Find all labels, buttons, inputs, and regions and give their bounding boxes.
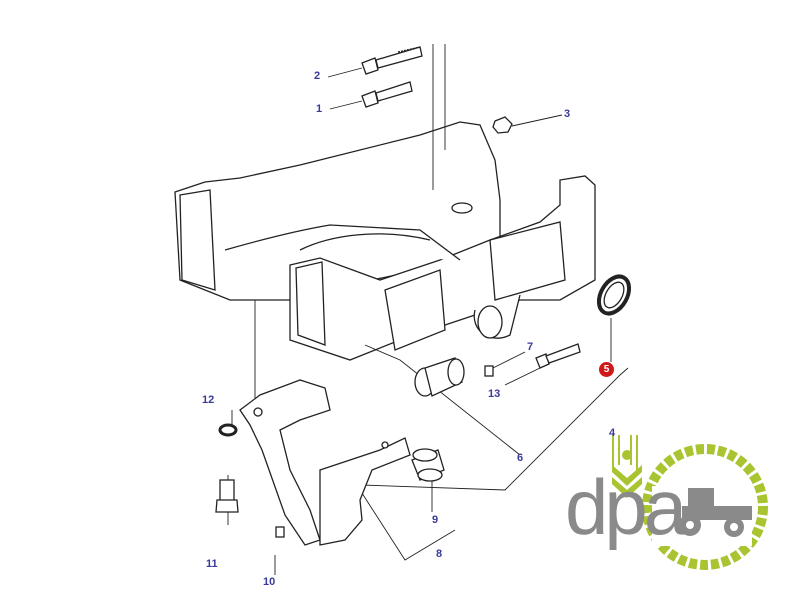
callout-5-highlighted[interactable]: 5	[599, 362, 614, 377]
callout-8[interactable]: 8	[436, 548, 443, 560]
bracket-8	[239, 379, 411, 546]
bushing-9	[411, 448, 445, 482]
callout-10[interactable]: 10	[263, 576, 276, 588]
nut-3	[492, 116, 513, 134]
callout-13[interactable]: 13	[488, 388, 501, 400]
callout-11[interactable]: 11	[206, 558, 218, 570]
fitting-10	[275, 526, 285, 538]
bolt-2	[361, 46, 423, 75]
fitting-7	[484, 365, 494, 377]
bolt-11	[215, 479, 239, 513]
callout-2[interactable]: 2	[314, 70, 321, 82]
callout-12[interactable]: 12	[202, 394, 215, 406]
callout-4[interactable]: 4	[609, 427, 616, 439]
wheat-icon	[612, 435, 642, 498]
bushing-6	[414, 357, 465, 397]
washer-12	[218, 423, 238, 437]
callout-7[interactable]: 7	[527, 341, 534, 353]
bolt-13	[535, 343, 581, 369]
bolt-1	[361, 81, 413, 108]
callout-3[interactable]: 3	[564, 108, 571, 120]
callout-6[interactable]: 6	[517, 452, 524, 464]
leader-lines	[227, 44, 629, 575]
seal-5	[596, 274, 632, 316]
tractor-icon	[679, 488, 752, 537]
callout-9[interactable]: 9	[432, 514, 439, 526]
callout-1[interactable]: 1	[316, 103, 323, 115]
dpa-logo-graphic	[612, 435, 768, 570]
gear-ring-icon	[642, 444, 768, 570]
main-frame	[174, 121, 596, 361]
dpa-logo-text: dpa	[565, 463, 687, 551]
